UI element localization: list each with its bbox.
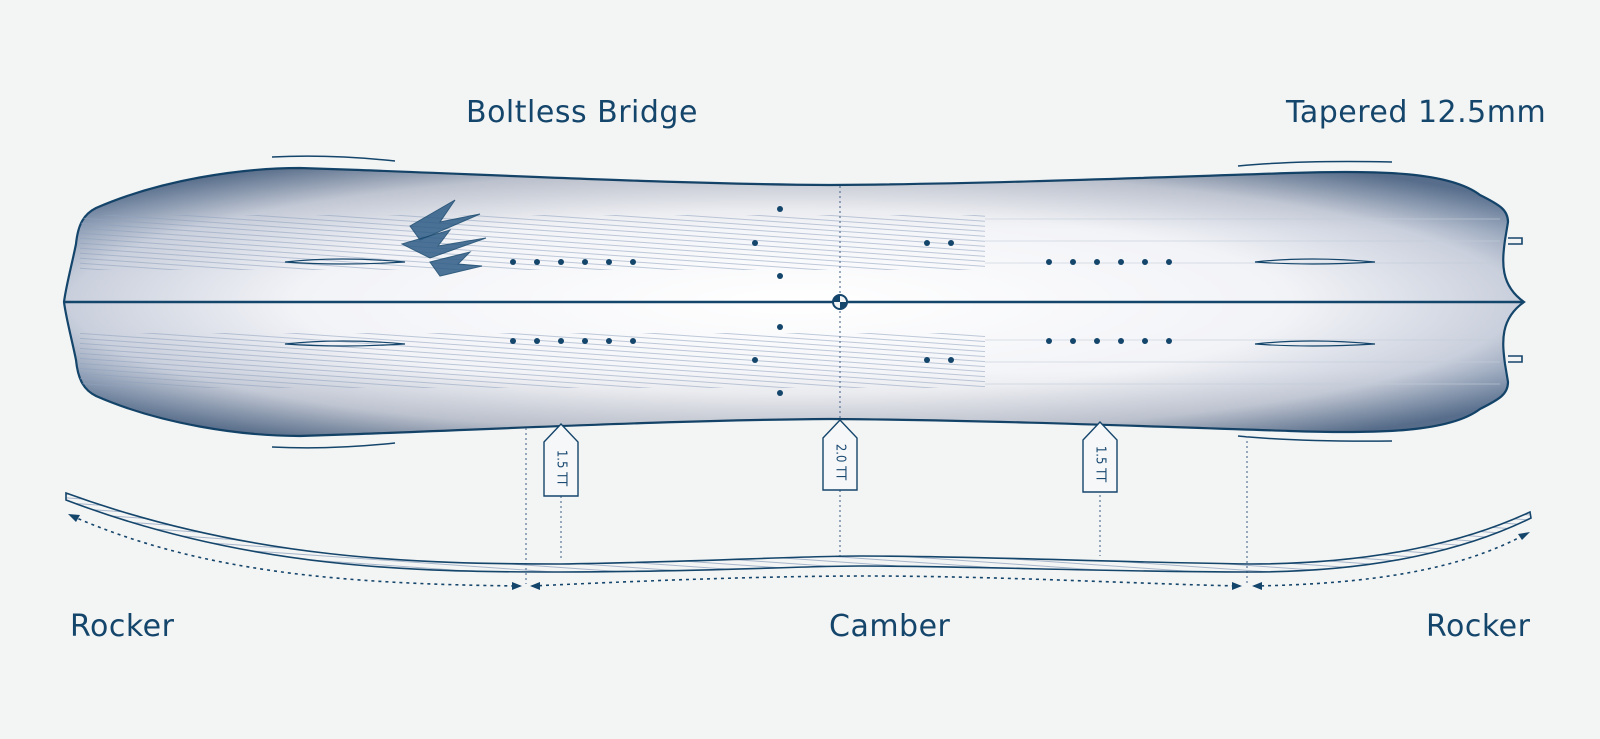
center-marker xyxy=(832,294,848,310)
arrow-heads xyxy=(68,514,1530,590)
insert-tag-left-text: 1.5 TT xyxy=(554,450,569,487)
label-boltless-bridge: Boltless Bridge xyxy=(466,95,698,130)
hatch-panel-bottom xyxy=(80,333,985,388)
insert-tag-center: 2.0 TT xyxy=(822,418,858,491)
tail-notch-top xyxy=(1508,237,1523,245)
tail-notch-bottom xyxy=(1508,355,1523,363)
board-side-profile xyxy=(65,491,1532,573)
guide-lines xyxy=(525,428,1248,584)
brand-logo xyxy=(400,199,487,277)
label-rocker-left: Rocker xyxy=(70,609,175,644)
sketch-strokes xyxy=(284,258,1376,347)
hatch-panel-top xyxy=(80,215,985,270)
insert-tag-center-text: 2.0 TT xyxy=(833,444,848,481)
insert-dots xyxy=(510,206,1172,396)
insert-tag-left: 1.5 TT xyxy=(543,422,579,497)
dimension-arrows xyxy=(71,515,1527,587)
edge-strokes xyxy=(271,155,1393,449)
insert-tag-right: 1.5 TT xyxy=(1082,420,1118,493)
label-camber: Camber xyxy=(829,609,951,644)
board-top-view xyxy=(62,155,1526,449)
label-tapered: Tapered 12.5mm xyxy=(1286,95,1547,130)
insert-tag-right-text: 1.5 TT xyxy=(1093,446,1108,483)
label-rocker-right: Rocker xyxy=(1426,609,1531,644)
